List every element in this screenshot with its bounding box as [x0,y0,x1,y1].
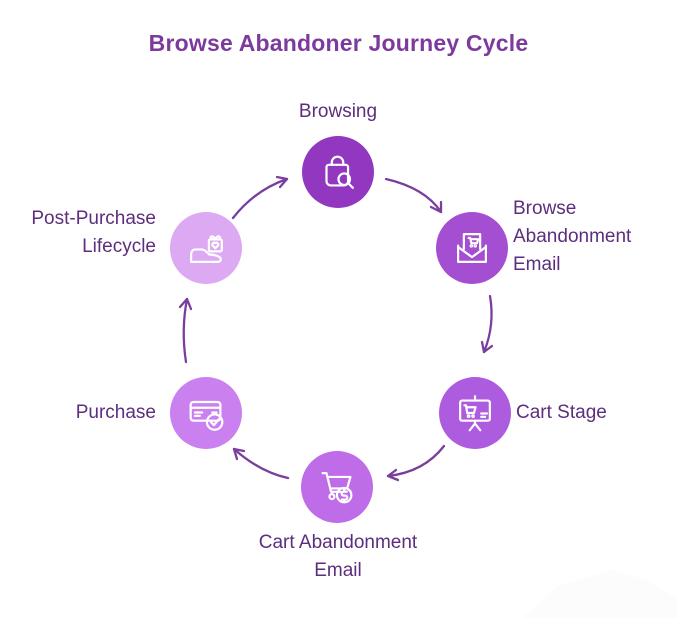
cart-dollar-icon [321,472,353,504]
arrow-purchase-to-postpurchase [178,297,193,364]
node-cart-abandonment-email [301,451,373,523]
node-cart-stage [439,377,511,449]
node-post-purchase-lifecycle [170,212,242,284]
node-purchase [170,377,242,449]
arrow-browsing-to-browseemail [384,177,443,214]
arrow-postpurchase-to-browsing [231,175,289,220]
label-purchase: Purchase [75,402,156,423]
bag-search-icon [325,155,354,189]
label-browse-abandonment-email: Browse Abandonment Email [513,198,632,275]
hand-gift-icon [190,235,223,263]
node-browsing [302,136,374,208]
arrow-cartstage-to-cartemail [386,444,446,482]
page-title: Browse Abandoner Journey Cycle [148,30,529,56]
label-browsing: Browsing [298,101,378,122]
envelope-cart-icon [457,233,487,263]
node-browse-abandonment-email [436,212,508,284]
label-cart-abandonment-email: Cart Abandonment Email [258,532,418,581]
arrow-cartemail-to-purchase [232,447,290,480]
easel-cart-icon [459,395,491,432]
card-check-icon [189,400,224,431]
label-post-purchase-lifecycle: Post-Purchase Lifecycle [31,208,156,257]
label-cart-stage: Cart Stage [516,402,607,423]
arrow-browseemail-to-cartstage [480,294,494,354]
